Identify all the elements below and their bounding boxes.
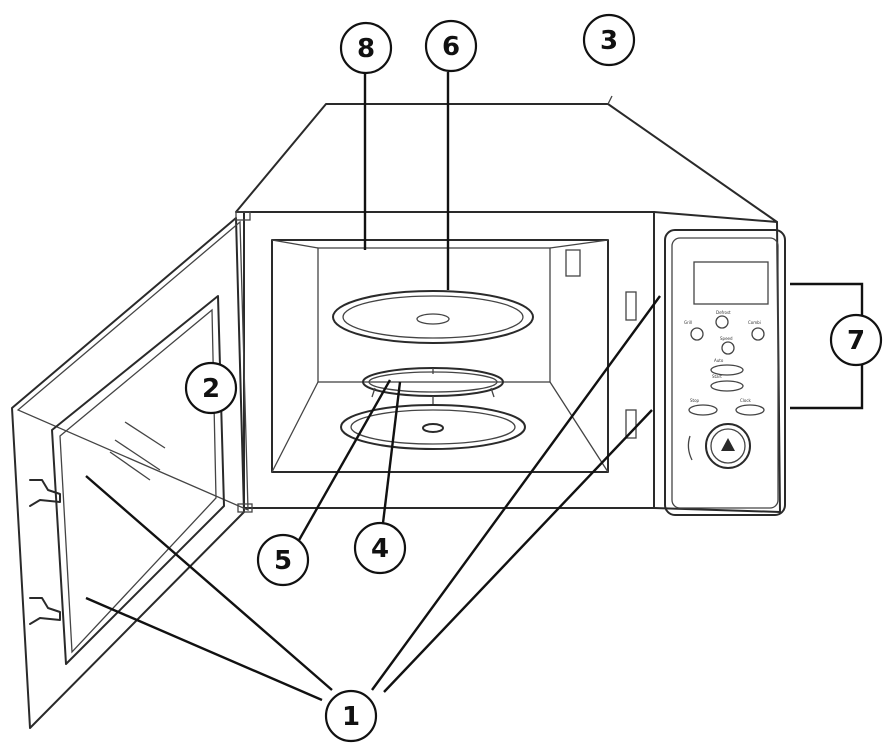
- panel-label-4: Auto: [714, 358, 724, 363]
- roller-ring: [362, 367, 504, 404]
- control-dial: [705, 423, 751, 469]
- panel-label-1: Grill: [684, 320, 692, 325]
- callout-1: 1: [324, 689, 378, 743]
- panel-label-2: Combi: [748, 320, 761, 325]
- display-screen: [693, 261, 769, 305]
- callout-5: 5: [256, 533, 310, 587]
- callout-3-label: 3: [600, 26, 618, 56]
- panel-label-7: Clock: [740, 398, 752, 403]
- callout-4: 4: [353, 521, 407, 575]
- callout-7-label: 7: [847, 326, 865, 356]
- callout-3: 3: [582, 13, 636, 67]
- callout-2: 2: [184, 361, 238, 415]
- callout-8: 8: [339, 21, 393, 75]
- callout-7: 7: [829, 313, 883, 367]
- panel-label-5: Start: [712, 374, 722, 379]
- oven-cavity: [271, 239, 609, 473]
- callout-6-label: 6: [442, 32, 460, 62]
- callout-6: 6: [424, 19, 478, 73]
- callout-1-label: 1: [342, 702, 360, 732]
- panel-label-0: Defrost: [716, 310, 731, 315]
- glass-turntable: [332, 290, 534, 344]
- cavity-floor-tray: [340, 404, 526, 450]
- panel-label-6: Stop: [690, 398, 700, 403]
- microwave-top: [235, 95, 778, 223]
- control-panel: Defrost Grill Combi Speed Auto Start Sto…: [664, 229, 786, 516]
- callout-2-label: 2: [202, 374, 220, 404]
- panel-label-3: Speed: [720, 336, 733, 341]
- callout-4-label: 4: [371, 534, 389, 564]
- open-door: [11, 211, 253, 729]
- microwave-body: [243, 211, 781, 513]
- door-latch-holes: [625, 291, 637, 439]
- callout-8-label: 8: [357, 34, 375, 64]
- leader-lines: [85, 72, 661, 702]
- callout-5-label: 5: [274, 546, 292, 576]
